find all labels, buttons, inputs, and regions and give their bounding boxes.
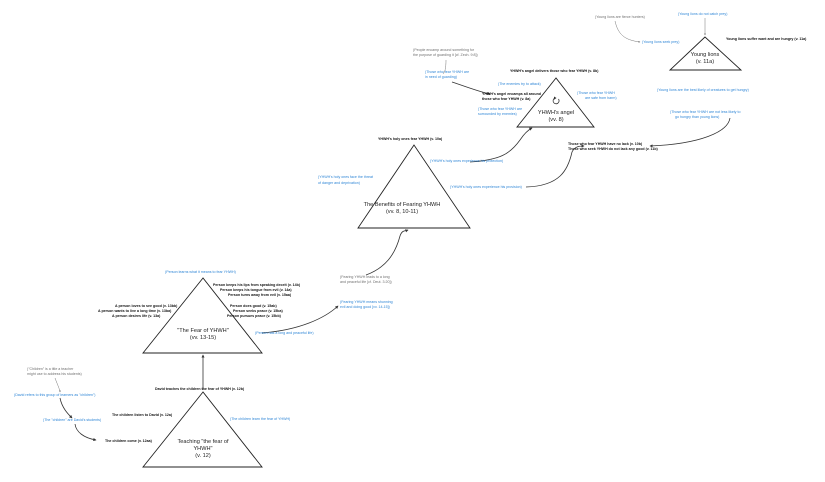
note-protection: (YHWH's holy ones experience his protect… xyxy=(430,159,503,163)
node-fear-of-yhwh[interactable]: "The Fear of YHWH" (vv. 13-15) xyxy=(142,277,263,354)
node-benefits[interactable]: The Benefits of Fearing YHWH (vv. 8, 10-… xyxy=(357,144,471,229)
connector-children-refers xyxy=(59,397,73,419)
claim-lips-deceit: Person keeps his lips from speaking dece… xyxy=(213,283,301,287)
note-threat-1: (YHWH's holy ones face the threat xyxy=(318,175,373,179)
note-lions-catch: (Young lions do not catch prey) xyxy=(678,12,727,16)
claim-angel-encamps-2: those who fear YHWH (v. 8a) xyxy=(482,97,531,101)
node-young-lions-title: Young lions xyxy=(691,52,720,58)
refresh-icon-head xyxy=(554,96,557,100)
node-benefits-title: The Benefits of Fearing YHWH xyxy=(364,202,441,208)
note-safe-2: are safe from harm) xyxy=(585,96,617,100)
claim-lions-suffer: Young lions suffer want and are hungry (… xyxy=(726,37,807,41)
connector-children-students xyxy=(74,423,97,442)
claim-wants-life: A person wants to live a long time (v. 1… xyxy=(98,309,172,313)
node-teaching-shape xyxy=(142,391,263,468)
note-shunning-2: evil and doing good [vv. 14-15]) xyxy=(340,305,390,309)
claim-holy-ones: YHWH's holy ones fear YHWH (v. 10a) xyxy=(378,137,443,141)
note-guarding-1: (Those who fear YHWH are xyxy=(425,70,469,74)
note-provision: (YHWH's holy ones experience his provisi… xyxy=(450,185,522,189)
claim-children-come: The children come (v. 12aa) xyxy=(105,439,153,443)
note-children-title-2: might use to address his students) xyxy=(27,372,82,376)
note-lions-best: (Young lions are the best likely of crea… xyxy=(657,88,749,92)
note-safe-1: (Those who fear YHWH xyxy=(577,91,615,95)
node-yhwh-angel-title: YHWH's angel xyxy=(538,110,574,116)
claim-pursues-peace: Person pursues peace (v. 15bb) xyxy=(227,314,282,318)
claim-does-good: Person does good (v. 15ab) xyxy=(230,304,277,308)
node-teaching[interactable]: Teaching "the fear of YHWH" (v. 12) xyxy=(142,391,263,468)
note-long-life: (Person has a long and peaceful life) xyxy=(255,331,314,335)
connector-children-title xyxy=(54,377,61,393)
note-children-learn: (The children learn the fear of YHWH) xyxy=(230,417,290,421)
connector-fear-benefits-a xyxy=(261,305,339,334)
note-children-students: (The "children" are David's students) xyxy=(43,418,101,422)
note-lions-seek: (Young lions seek prey) xyxy=(642,40,679,44)
claim-no-lack-2: Those who seek YHWH do not lack any good… xyxy=(568,147,659,151)
claim-no-lack-1: Those who fear YHWH have no lack (v. 10b… xyxy=(568,142,643,146)
note-lions-fear-1: (Those who fear YHWH are not less likely… xyxy=(670,110,740,114)
node-teaching-ref: (v. 12) xyxy=(195,453,211,459)
refresh-icon xyxy=(552,97,560,105)
note-surrounded-2: surrounded by enemies) xyxy=(478,112,517,116)
node-teaching-mid: YHWH" xyxy=(193,446,212,452)
note-enemies: (The enemies try to attack) xyxy=(498,82,541,86)
claim-children-listen: The children listen to David (v. 12a) xyxy=(112,413,173,417)
connector-lions-nolack xyxy=(649,117,731,148)
note-lions-fear-2: go hungry than young lions) xyxy=(675,115,719,119)
note-lions-fierce: (Young lions are fierce hunters) xyxy=(595,15,645,19)
claim-turns-away: Person turns away from evil (v. 15aa) xyxy=(228,293,292,297)
claim-loves-good: A person loves to see good (v. 13bb) xyxy=(115,304,178,308)
claim-angel-encamps-1: YHWH's angel encamps all around xyxy=(482,92,541,96)
connector-encamp-angel xyxy=(451,81,491,96)
claim-angel-delivers: YHWH's angel delivers those who fear YHW… xyxy=(510,69,599,73)
node-yhwh-angel[interactable]: YHWH's angel (vv. 8) xyxy=(516,77,595,128)
note-fearing-1: (Fearing YHWH leads to a long xyxy=(340,275,390,279)
node-fear-of-yhwh-ref: (vv. 13-15) xyxy=(190,335,216,341)
node-fear-of-yhwh-shape xyxy=(142,277,263,354)
note-threat-2: of danger and deprivation) xyxy=(318,181,360,185)
connector-benefits-angel xyxy=(469,127,533,163)
claim-seeks-peace: Person seeks peace (v. 15ba) xyxy=(233,309,283,313)
node-fear-of-yhwh-title: "The Fear of YHWH" xyxy=(177,328,228,334)
note-children-title-1: ("Children" is a title a teacher xyxy=(27,367,74,371)
note-shunning-1: (Fearing YHWH means shunning xyxy=(340,300,393,304)
connector-benefits-provision xyxy=(525,144,585,188)
note-guarding-2: in need of guarding) xyxy=(425,75,457,79)
note-encamp-2: the purpose of guarding it [cf. Zech. 9:… xyxy=(413,53,478,57)
note-learns: (Person learns what it means to fear YHW… xyxy=(165,270,236,274)
note-surrounded-1: (Those who fear YHWH are xyxy=(478,107,522,111)
note-david-refers: (David refers to this group of learners … xyxy=(14,393,95,397)
node-yhwh-angel-ref: (vv. 8) xyxy=(548,117,563,123)
node-young-lions[interactable]: Young lions (v. 11a) xyxy=(668,36,743,71)
labels: (Young lions are fierce hunters) (Young … xyxy=(14,12,807,443)
connector-lions-fierce xyxy=(614,20,641,43)
node-benefits-ref: (vv. 8, 10-11) xyxy=(386,209,418,215)
node-young-lions-shape xyxy=(668,36,743,71)
claim-tongue-evil: Person keeps his tongue from evil (v. 14… xyxy=(220,288,292,292)
note-fearing-2: and peaceful life [cf. Deut. 3:20]) xyxy=(340,280,392,284)
claim-desires-life: A person desires life (v. 13a) xyxy=(112,314,161,318)
node-benefits-shape xyxy=(357,144,471,229)
connector-encamp-guard xyxy=(442,59,447,75)
connectors xyxy=(54,18,731,442)
node-yhwh-angel-shape xyxy=(516,77,595,128)
node-young-lions-ref: (v. 11a) xyxy=(696,59,714,65)
node-teaching-title: Teaching "the fear of xyxy=(177,439,229,445)
note-encamp-1: (People encamp around something for xyxy=(413,48,475,52)
claim-david-teaches: David teaches the children the fear of Y… xyxy=(155,387,245,391)
connector-fear-benefits-b xyxy=(365,229,409,276)
